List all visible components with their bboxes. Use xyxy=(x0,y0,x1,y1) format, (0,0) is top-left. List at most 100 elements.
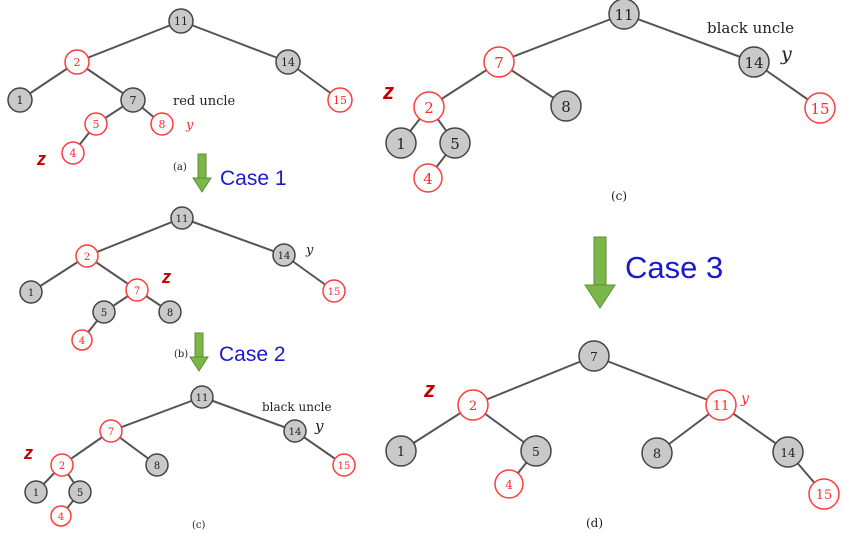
svg-text:14: 14 xyxy=(744,54,763,72)
tree-b-node-11: 11 xyxy=(170,206,194,230)
case2-arrow xyxy=(189,332,209,372)
case2-label: Case 2 xyxy=(219,343,286,366)
svg-text:4: 4 xyxy=(70,147,77,160)
svg-text:8: 8 xyxy=(159,118,166,131)
red-uncle-label: red uncle xyxy=(173,94,236,109)
tree-c-large: 11 7 14 2 8 15 1 5 4 black uncle y z (c) xyxy=(382,0,836,203)
svg-text:4: 4 xyxy=(79,336,85,347)
svg-text:15: 15 xyxy=(338,461,351,472)
tree-a-node-1: 1 xyxy=(7,87,33,113)
tree-a-node-2: 2 xyxy=(64,49,90,75)
tree-a-node-14: 14 xyxy=(275,49,301,75)
panel-label-b: (b) xyxy=(174,349,188,360)
svg-text:11: 11 xyxy=(174,15,188,28)
tree-d-node-14: 14 xyxy=(772,436,804,468)
svg-text:2: 2 xyxy=(74,56,81,69)
tree-d: 7 2 11 1 5 8 14 4 15 y z (d) xyxy=(385,340,840,530)
tree-d-y-label: y xyxy=(740,391,750,407)
tree-c-small-node-2: 2 xyxy=(50,453,74,477)
tree-c-small-z-label: z xyxy=(23,443,33,463)
tree-a-z-label: z xyxy=(36,149,46,169)
tree-b-node-7: 7 xyxy=(125,278,149,302)
tree-c-large-node-1: 1 xyxy=(385,127,417,159)
svg-text:11: 11 xyxy=(176,214,189,225)
tree-a-node-11: 11 xyxy=(168,8,194,34)
tree-d-z-label: z xyxy=(423,377,435,402)
black-uncle-small-label: black uncle xyxy=(262,400,332,414)
svg-text:8: 8 xyxy=(653,447,661,462)
case1-label: Case 1 xyxy=(220,167,287,190)
tree-c-small-node-8: 8 xyxy=(145,453,169,477)
svg-text:15: 15 xyxy=(333,94,347,107)
svg-text:8: 8 xyxy=(561,98,571,116)
tree-c-large-node-15: 15 xyxy=(804,92,836,124)
tree-c-small-y-label: y xyxy=(314,417,324,435)
svg-text:11: 11 xyxy=(713,399,730,414)
tree-c-large-node-7: 7 xyxy=(483,46,515,78)
tree-a-node-4: 4 xyxy=(61,141,85,165)
tree-c-large-node-11: 11 xyxy=(608,0,640,30)
svg-text:15: 15 xyxy=(810,100,829,118)
svg-text:4: 4 xyxy=(423,170,433,188)
tree-c-small-node-7: 7 xyxy=(99,419,123,443)
svg-text:5: 5 xyxy=(77,488,83,499)
tree-b-node-8: 8 xyxy=(158,300,182,324)
svg-text:14: 14 xyxy=(289,427,302,438)
svg-text:15: 15 xyxy=(816,488,833,503)
panel-label-c-small: (c) xyxy=(192,520,206,531)
svg-text:5: 5 xyxy=(450,135,460,153)
svg-text:14: 14 xyxy=(780,446,796,460)
tree-c-large-z-label: z xyxy=(382,79,394,104)
svg-text:1: 1 xyxy=(33,488,39,499)
tree-b-node-14: 14 xyxy=(272,243,296,267)
panel-label-d: (d) xyxy=(586,516,603,530)
svg-text:2: 2 xyxy=(59,461,65,472)
svg-text:2: 2 xyxy=(469,399,477,414)
svg-text:1: 1 xyxy=(396,135,406,153)
svg-text:1: 1 xyxy=(17,94,24,107)
svg-text:2: 2 xyxy=(84,252,90,263)
tree-b-node-15: 15 xyxy=(322,279,346,303)
tree-b-z-label: z xyxy=(161,267,171,287)
tree-c-large-y-label: y xyxy=(780,43,792,65)
tree-c-small-node-14: 14 xyxy=(283,419,307,443)
svg-text:5: 5 xyxy=(101,308,107,319)
tree-a: 11 2 14 1 7 15 5 8 4 red uncle y z (a) xyxy=(7,8,353,173)
tree-b-node-5: 5 xyxy=(92,300,116,324)
tree-d-node-5: 5 xyxy=(520,435,552,467)
svg-text:2: 2 xyxy=(424,99,434,117)
tree-a-y-label: y xyxy=(185,118,194,133)
tree-d-node-8: 8 xyxy=(641,437,673,469)
svg-text:7: 7 xyxy=(134,286,140,297)
case3-label: Case 3 xyxy=(625,250,723,285)
svg-text:14: 14 xyxy=(278,251,291,262)
tree-d-node-11: 11 xyxy=(705,389,737,421)
tree-c-small: 11 7 14 2 8 15 1 5 4 black uncle y z (c) xyxy=(23,385,356,531)
svg-text:11: 11 xyxy=(196,393,209,404)
svg-text:8: 8 xyxy=(167,308,173,319)
svg-text:1: 1 xyxy=(28,288,34,299)
svg-text:14: 14 xyxy=(281,56,295,69)
svg-text:7: 7 xyxy=(590,350,598,364)
tree-a-node-8: 8 xyxy=(150,112,174,136)
tree-a-node-7: 7 xyxy=(120,87,146,113)
svg-text:4: 4 xyxy=(505,478,513,492)
tree-c-small-node-1: 1 xyxy=(24,480,48,504)
panel-label-c-large: (c) xyxy=(611,189,627,203)
tree-b-node-2: 2 xyxy=(75,244,99,268)
tree-c-small-node-15: 15 xyxy=(332,453,356,477)
tree-d-node-4: 4 xyxy=(494,469,524,499)
tree-a-node-15: 15 xyxy=(327,87,353,113)
tree-c-large-node-4: 4 xyxy=(413,163,443,193)
tree-b-y-label: y xyxy=(305,243,314,258)
svg-text:15: 15 xyxy=(328,287,341,298)
svg-text:7: 7 xyxy=(130,94,137,107)
black-uncle-large-label: black uncle xyxy=(707,19,794,37)
tree-b-node-1: 1 xyxy=(19,280,43,304)
svg-text:11: 11 xyxy=(614,6,633,24)
svg-text:8: 8 xyxy=(154,461,160,472)
tree-b: 11 2 14 1 7 15 5 8 4 y z (b) xyxy=(19,206,346,360)
tree-d-node-7: 7 xyxy=(578,340,610,372)
tree-c-large-node-2: 2 xyxy=(413,91,445,123)
